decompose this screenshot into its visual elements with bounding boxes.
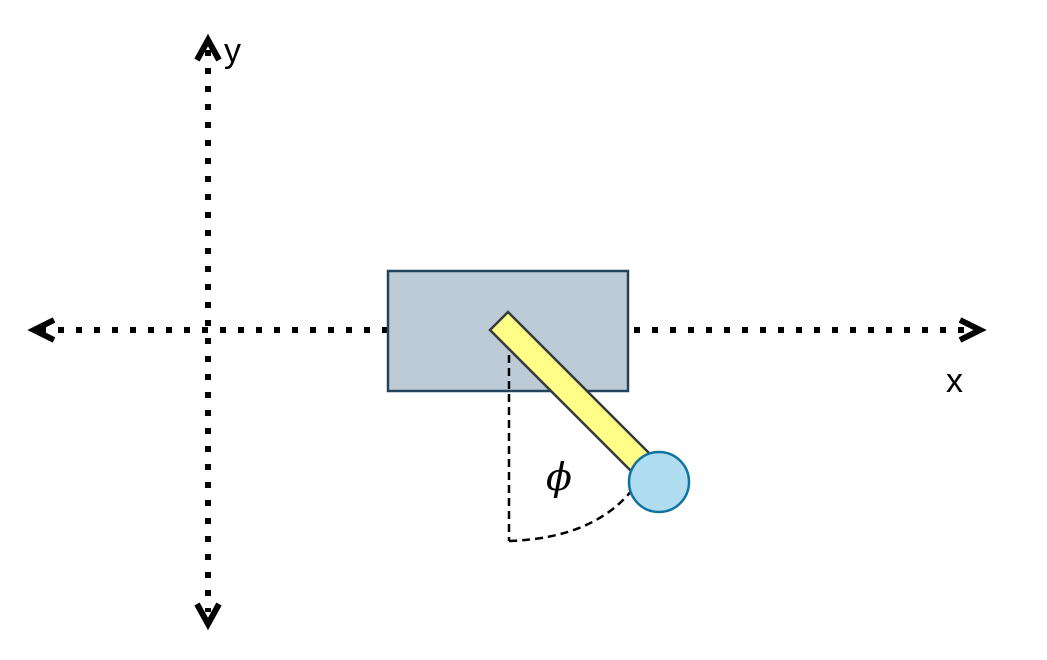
x-axis-label: x [946, 362, 963, 400]
y-axis-arrow-down-icon [194, 602, 222, 631]
x-axis-arrow-left-icon [27, 317, 56, 343]
angle-label-phi: ϕ [546, 455, 572, 499]
y-axis-arrow-up-icon [194, 33, 222, 62]
angle-arc [508, 481, 640, 543]
x-axis-arrow-right-icon [958, 317, 987, 343]
y-axis-label: y [224, 32, 241, 70]
pendulum-bob [627, 450, 691, 514]
